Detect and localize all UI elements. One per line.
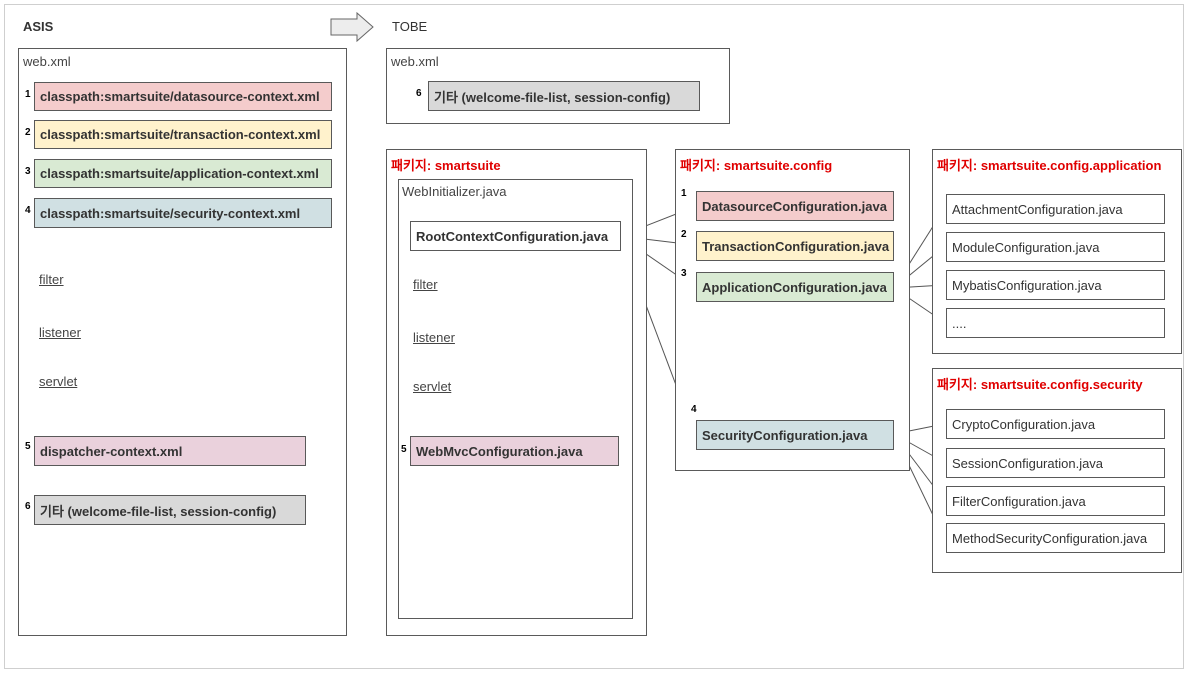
mybatis-configuration: MybatisConfiguration.java [946, 270, 1165, 300]
pkg-security-title: 패키지: smartsuite.config.security [937, 377, 1143, 392]
pkg-smartsuite-title: 패키지: smartsuite [391, 158, 501, 173]
config-number-2: 2 [681, 229, 687, 240]
webinitializer-panel [398, 179, 633, 619]
tobe-listener-link[interactable]: listener [413, 330, 455, 345]
pkg-application-title: 패키지: smartsuite.config.application [937, 158, 1162, 173]
webinitializer-title: WebInitializer.java [402, 184, 507, 199]
attachment-configuration: AttachmentConfiguration.java [946, 194, 1165, 224]
asis-servlet-link[interactable]: servlet [39, 374, 78, 389]
asis-number-3: 3 [25, 166, 31, 177]
config-number-4: 4 [691, 404, 697, 415]
session-configuration: SessionConfiguration.java [946, 448, 1165, 478]
tobe-filter-link[interactable]: filter [413, 277, 438, 292]
application-configuration: ApplicationConfiguration.java [696, 272, 894, 302]
security-configuration: SecurityConfiguration.java [696, 420, 894, 450]
webmvc-configuration: WebMvcConfiguration.java [410, 436, 619, 466]
diagram-frame [4, 4, 1184, 669]
asis-number-6: 6 [25, 501, 31, 512]
asis-security-context: classpath:smartsuite/security-context.xm… [34, 198, 332, 228]
tobe-servlet-link[interactable]: servlet [413, 379, 452, 394]
tobe-webxml-number-6: 6 [416, 88, 422, 99]
asis-number-1: 1 [25, 89, 31, 100]
asis-datasource-context: classpath:smartsuite/datasource-context.… [34, 82, 332, 111]
config-number-3: 3 [681, 268, 687, 279]
module-configuration: ModuleConfiguration.java [946, 232, 1165, 262]
asis-listener-link[interactable]: listener [39, 325, 81, 340]
asis-number-2: 2 [25, 127, 31, 138]
config-number-1: 1 [681, 188, 687, 199]
method-security-configuration: MethodSecurityConfiguration.java [946, 523, 1165, 553]
asis-etc-config: 기타 (welcome-file-list, session-config) [34, 495, 306, 525]
asis-application-context: classpath:smartsuite/application-context… [34, 159, 332, 188]
filter-configuration: FilterConfiguration.java [946, 486, 1165, 516]
asis-filter-link[interactable]: filter [39, 272, 64, 287]
asis-number-5: 5 [25, 441, 31, 452]
asis-number-4: 4 [25, 205, 31, 216]
crypto-configuration: CryptoConfiguration.java [946, 409, 1165, 439]
asis-panel-title: web.xml [23, 54, 71, 69]
tobe-heading: TOBE [392, 19, 428, 34]
tobe-etc-config: 기타 (welcome-file-list, session-config) [428, 81, 700, 111]
asis-heading: ASIS [23, 19, 54, 34]
root-context-configuration: RootContextConfiguration.java [410, 221, 621, 251]
tobe-number-5: 5 [401, 444, 407, 455]
asis-dispatcher-context: dispatcher-context.xml [34, 436, 306, 466]
tobe-webxml-title: web.xml [391, 54, 439, 69]
datasource-configuration: DatasourceConfiguration.java [696, 191, 894, 221]
asis-transaction-context: classpath:smartsuite/transaction-context… [34, 120, 332, 149]
pkg-config-title: 패키지: smartsuite.config [680, 158, 833, 173]
transaction-configuration: TransactionConfiguration.java [696, 231, 894, 261]
more-configurations: .... [946, 308, 1165, 338]
